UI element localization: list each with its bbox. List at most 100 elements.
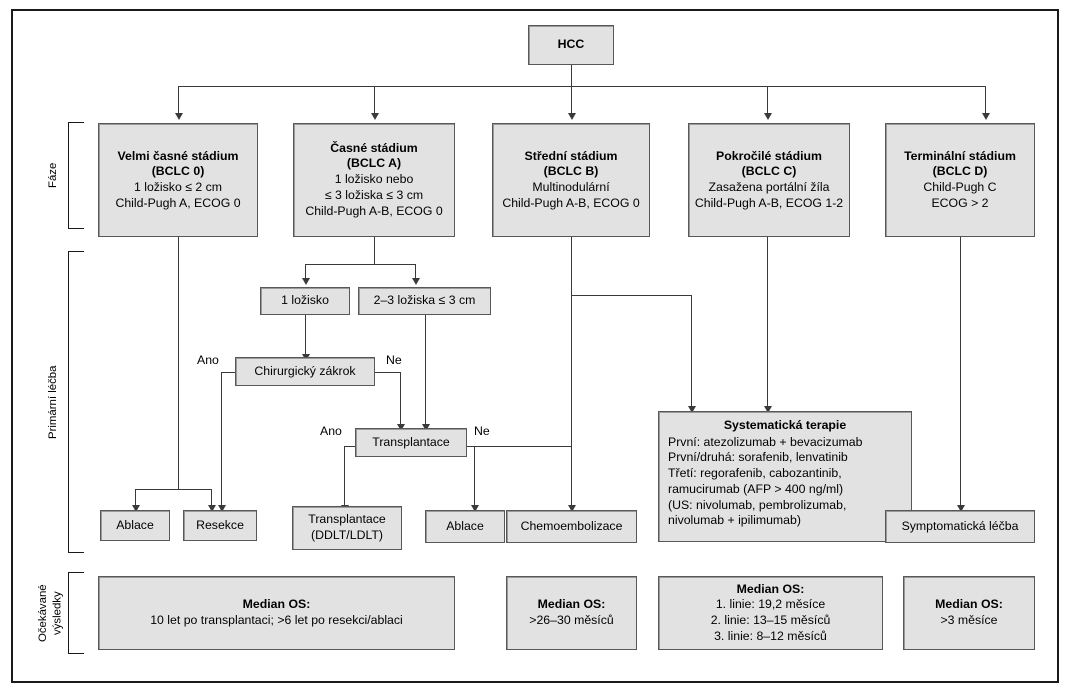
edge-transplant-ne-h	[467, 446, 572, 447]
node-bclc-a-line3: Child-Pugh A-B, ECOG 0	[305, 203, 443, 218]
side-label-faze: Fáze	[47, 162, 59, 189]
node-systemic-line-6: nivolumab + ipilimumab)	[668, 513, 801, 528]
edge-bclc0-split	[135, 489, 211, 490]
node-outcome-intermediate-line-1: >26–30 měsíců	[529, 613, 614, 627]
node-transplantace-ddlt-line2: (DDLT/LDLT)	[311, 528, 383, 542]
edge-drop-bclc0	[178, 86, 179, 115]
edge-drop-bclca	[374, 86, 375, 115]
node-outcome-intermediate[interactable]: Median OS: >26–30 měsíců	[506, 576, 637, 650]
edge-two-three-to-transplant	[425, 315, 426, 426]
edge-bclcb-to-systemic-v	[691, 295, 692, 408]
node-bclc-c-line1: Zasažena portální žíla	[708, 180, 830, 194]
node-bclc-c-head2: (BCLC C)	[741, 164, 797, 179]
node-outcome-early-line-1: 10 let po transplantaci; >6 let po resek…	[150, 613, 403, 627]
arrow-chemoembolizace	[568, 505, 576, 512]
node-transplant-decision[interactable]: Transplantace	[355, 428, 467, 457]
node-outcome-advanced[interactable]: Median OS: 1. linie: 19,2 měsíce 2. lini…	[658, 576, 883, 650]
node-chemoembolizace[interactable]: Chemoembolizace	[506, 510, 637, 543]
edge-to-two-three-lesions	[415, 264, 416, 280]
node-symptomaticka-lecba-label: Symptomatická léčba	[901, 518, 1019, 533]
node-symptomaticka-lecba[interactable]: Symptomatická léčba	[885, 510, 1035, 543]
arrow-transplant-from-lesions	[422, 424, 430, 431]
edge-surgery-ano-v	[221, 372, 222, 507]
node-systemic-line-3: Třetí: regorafenib, cabozantinib,	[668, 466, 842, 481]
arrow-bclcb	[568, 113, 576, 120]
node-one-lesion-label: 1 ložisko	[281, 293, 329, 308]
side-label-primarni-lecba: Primární léčba	[47, 365, 59, 439]
edge-to-one-lesion	[305, 264, 306, 280]
edge-bclcc-down	[767, 237, 768, 408]
arrow-systemic-from-bclcb	[688, 406, 696, 413]
node-outcome-advanced-line-2: 2. linie: 13–15 měsíců	[710, 613, 831, 627]
arrow-one-lesion	[302, 278, 310, 285]
node-bclc-a-line2: ≤ 3 ložiska ≤ 3 cm	[324, 187, 424, 202]
edge-surgery-ne-v	[400, 372, 401, 426]
node-systemic-line-4: ramucirumab (AFP > 400 ng/ml)	[668, 481, 844, 496]
arrow-symptomaticka	[957, 505, 965, 512]
node-bclc-0[interactable]: Velmi časné stádium (BCLC 0) 1 ložisko ≤…	[98, 123, 258, 237]
node-bclc-0-line1: 1 ložisko ≤ 2 cm	[133, 180, 223, 194]
node-ablace-left-label: Ablace	[116, 517, 154, 532]
node-two-three-lesions[interactable]: 2–3 ložiska ≤ 3 cm	[358, 287, 491, 315]
edge-bclcb-to-systemic-h	[571, 295, 691, 296]
node-surgery[interactable]: Chirurgický zákrok	[235, 357, 375, 386]
node-bclc-c-line2: Child-Pugh A-B, ECOG 1-2	[694, 195, 844, 210]
node-ablace-left[interactable]: Ablace	[100, 510, 170, 541]
node-ablace-mid-label: Ablace	[446, 518, 484, 533]
node-outcome-terminal[interactable]: Median OS: >3 měsíce	[903, 576, 1035, 650]
node-bclc-d-line1: Child-Pugh C	[923, 180, 997, 194]
node-chemoembolizace-label: Chemoembolizace	[520, 518, 623, 533]
node-resekce[interactable]: Resekce	[183, 510, 257, 541]
side-label-ocekavane-vysledky: Očekávané výsledky	[37, 584, 64, 642]
arrow-bclca	[371, 113, 379, 120]
edge-bclca-down	[374, 237, 375, 264]
edge-drop-bclcb	[571, 86, 572, 115]
edge-label-transplant-ne: Ne	[474, 424, 490, 438]
node-bclc-a-line1: 1 ložisko nebo	[334, 172, 414, 187]
node-outcome-early[interactable]: Median OS: 10 let po transplantaci; >6 l…	[98, 576, 455, 650]
arrow-bclcd	[982, 113, 990, 120]
arrow-ablace-left	[132, 505, 140, 512]
node-outcome-terminal-line-1: >3 měsíce	[940, 613, 998, 627]
node-one-lesion[interactable]: 1 ložisko	[260, 287, 350, 315]
edge-one-lesion-to-surgery	[305, 315, 306, 356]
arrow-resekce-a	[208, 505, 216, 512]
arrow-transplant-from-surgery	[397, 424, 405, 431]
arrow-systemic-from-bclcc	[764, 406, 772, 413]
edge-bclc0-to-resekce	[211, 489, 212, 507]
node-systemic-line-2: První/druhá: sorafenib, lenvatinib	[668, 450, 848, 465]
node-bclc-b-head2: (BCLC B)	[543, 164, 599, 179]
node-bclc-a[interactable]: Časné stádium (BCLC A) 1 ložisko nebo ≤ …	[293, 123, 455, 237]
node-two-three-lesions-label: 2–3 ložiska ≤ 3 cm	[373, 293, 476, 308]
node-transplantace-ddlt[interactable]: Transplantace (DDLT/LDLT)	[292, 506, 402, 550]
edge-surgery-ano-h	[221, 372, 236, 373]
node-surgery-label: Chirurgický zákrok	[254, 363, 356, 378]
arrow-resekce-b	[218, 505, 226, 512]
node-ablace-mid[interactable]: Ablace	[425, 510, 505, 543]
node-bclc-b-line1: Multinodulární	[532, 180, 610, 194]
node-systemic-therapy[interactable]: Systematická terapie První: atezolizumab…	[658, 411, 912, 542]
node-hcc[interactable]: HCC	[528, 25, 614, 65]
node-resekce-label: Resekce	[196, 517, 244, 532]
node-transplantace-ddlt-line1: Transplantace	[308, 512, 386, 527]
node-transplant-decision-label: Transplantace	[372, 434, 450, 449]
arrow-ablace-mid	[471, 505, 479, 512]
node-outcome-early-head: Median OS:	[242, 597, 311, 612]
node-bclc-b-line2: Child-Pugh A-B, ECOG 0	[502, 195, 640, 210]
node-systemic-line-1: První: atezolizumab + bevacizumab	[668, 434, 863, 449]
edge-root-stem	[571, 65, 572, 86]
node-bclc-d-head1: Terminální stádium	[904, 148, 1016, 163]
node-bclc-d[interactable]: Terminální stádium (BCLC D) Child-Pugh C…	[885, 123, 1035, 237]
node-hcc-label: HCC	[557, 37, 585, 52]
node-outcome-intermediate-head: Median OS:	[537, 597, 606, 612]
node-bclc-c-head1: Pokročilé stádium	[716, 148, 822, 163]
edge-bclc0-to-ablace	[135, 489, 136, 507]
node-bclc-0-line2: Child-Pugh A, ECOG 0	[115, 195, 241, 210]
node-bclc-b-head1: Střední stádium	[524, 148, 618, 163]
edge-label-transplant-ano: Ano	[320, 424, 342, 438]
node-bclc-b[interactable]: Střední stádium (BCLC B) Multinodulární …	[492, 123, 650, 237]
node-bclc-c[interactable]: Pokročilé stádium (BCLC C) Zasažena port…	[688, 123, 850, 237]
node-bclc-0-head2: (BCLC 0)	[151, 164, 205, 179]
outer-frame	[11, 9, 1059, 683]
node-outcome-advanced-line-1: 1. linie: 19,2 měsíce	[715, 597, 826, 612]
